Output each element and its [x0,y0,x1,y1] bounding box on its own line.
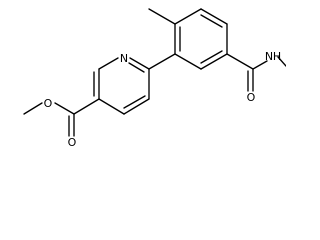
amide-oxygen-label: O [247,91,256,104]
ester-carbonyl-oxygen-label: O [68,136,77,149]
bond [252,60,268,70]
bond [200,50,223,64]
amide-nitrogen-label: N [265,50,273,63]
bond [123,95,146,109]
bond [128,62,145,73]
bond [148,53,176,70]
bond [23,102,43,115]
bond [98,98,125,115]
atom-labels: N N H O O O [44,50,281,149]
bond [174,53,202,70]
bond [200,53,228,70]
pyridine-nitrogen-label: N [120,52,128,65]
bond [174,8,202,25]
bond [129,57,150,70]
bond [123,98,150,115]
bond [200,8,228,25]
bond [226,53,254,70]
bond [148,8,176,25]
bond-lines [23,8,286,137]
amide-hydrogen-label: H [273,50,281,63]
ester-ether-oxygen-label: O [44,97,53,110]
molecule-structure: N N H O O O [23,8,286,149]
bond [200,14,223,28]
bond [54,102,75,115]
bond [98,57,119,70]
bond [277,56,286,67]
bond [73,98,100,115]
